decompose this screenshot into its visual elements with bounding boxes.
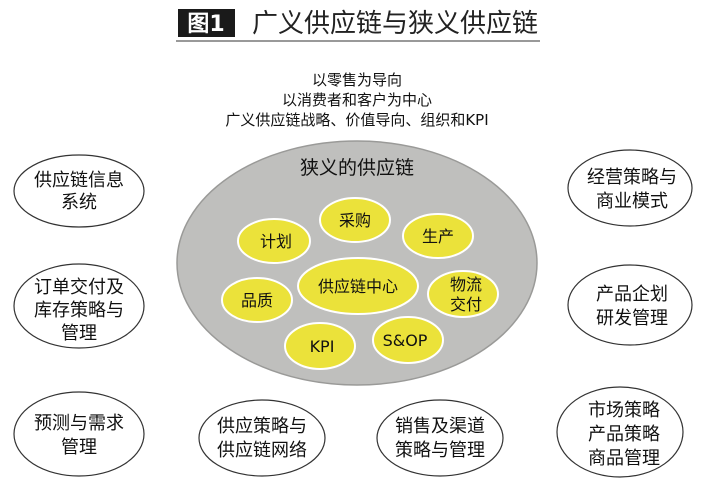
node-planning: 计划 bbox=[237, 218, 311, 264]
outer-market-product: 市场策略 产品策略 商品管理 bbox=[556, 386, 684, 478]
outer-label: 供应链网络 bbox=[217, 440, 307, 461]
figure-badge-label: 图1 bbox=[187, 12, 224, 37]
outer-sales-channel: 销售及渠道 策略与管理 bbox=[376, 399, 504, 477]
principle-line: 广义供应链战略、价值导向、组织和KPI bbox=[225, 111, 488, 129]
node-label: 采购 bbox=[339, 211, 371, 230]
outer-business-model: 经营策略与 商业模式 bbox=[567, 149, 693, 227]
node-production: 生产 bbox=[402, 213, 474, 259]
figure-badge bbox=[178, 9, 235, 37]
outer-forecast-demand: 预测与需求 管理 bbox=[13, 391, 145, 477]
outer-label: 销售及渠道 bbox=[395, 416, 485, 437]
principle-line: 以消费者和客户为中心 bbox=[282, 91, 432, 109]
outer-label: 商品管理 bbox=[588, 448, 660, 469]
outer-label: 市场策略 bbox=[588, 400, 660, 421]
node-logistics-delivery: 物流 交付 bbox=[427, 270, 499, 318]
outer-label: 管理 bbox=[61, 323, 97, 344]
node-quality: 品质 bbox=[221, 277, 293, 323]
principles: 以零售为导向 以消费者和客户为中心 广义供应链战略、价值导向、组织和KPI bbox=[225, 71, 488, 129]
node-purchasing: 采购 bbox=[319, 197, 391, 243]
outer-product-rd: 产品企划 研发管理 bbox=[567, 264, 693, 346]
node-label: KPI bbox=[310, 337, 335, 356]
node-label: 计划 bbox=[260, 232, 292, 251]
node-label: 供应链中心 bbox=[318, 277, 398, 296]
outer-label: 供应链信息 bbox=[34, 170, 124, 191]
node-label: 生产 bbox=[422, 227, 454, 246]
principle-line: 以零售为导向 bbox=[312, 71, 402, 89]
figure-header: 图1 广义供应链与狭义供应链 bbox=[176, 9, 540, 42]
node-sop: S&OP bbox=[372, 316, 444, 364]
node-label: 物流 bbox=[450, 275, 482, 294]
outer-label: 库存策略与 bbox=[34, 300, 124, 321]
outer-label: 管理 bbox=[61, 437, 97, 458]
outer-label: 订单交付及 bbox=[34, 277, 124, 298]
outer-label: 商业模式 bbox=[596, 191, 668, 212]
node-kpi: KPI bbox=[284, 322, 356, 370]
outer-label: 预测与需求 bbox=[34, 413, 124, 434]
node-label: 品质 bbox=[241, 291, 273, 310]
outer-label: 研发管理 bbox=[596, 308, 668, 329]
node-label: S&OP bbox=[383, 331, 428, 350]
core-title: 狭义的供应链 bbox=[300, 157, 414, 179]
outer-label: 经营策略与 bbox=[587, 167, 677, 188]
node-center: 供应链中心 bbox=[297, 257, 419, 315]
outer-label: 系统 bbox=[61, 192, 97, 213]
outer-label: 策略与管理 bbox=[395, 440, 485, 461]
outer-label: 供应策略与 bbox=[217, 416, 307, 437]
narrow-supply-chain: 狭义的供应链 采购 计划 生产 供应链中心 品质 物流 交付 KPI bbox=[176, 140, 538, 386]
figure-title: 广义供应链与狭义供应链 bbox=[252, 9, 538, 39]
node-label: 交付 bbox=[450, 295, 482, 314]
outer-order-inventory: 订单交付及 库存策略与 管理 bbox=[13, 263, 145, 349]
outer-label: 产品企划 bbox=[596, 284, 668, 305]
outer-supply-network: 供应策略与 供应链网络 bbox=[198, 399, 326, 477]
outer-label: 产品策略 bbox=[588, 424, 660, 445]
outer-info-system: 供应链信息 系统 bbox=[13, 154, 145, 228]
